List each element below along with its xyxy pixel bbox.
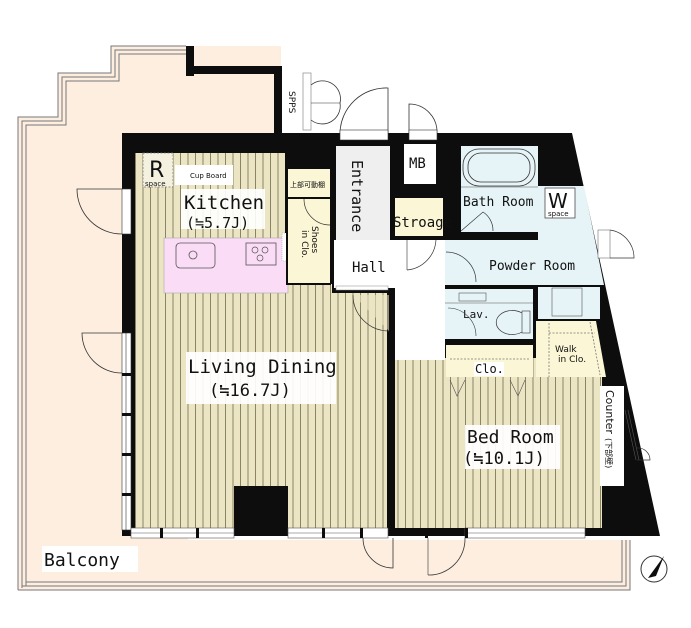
kitchen-counter — [163, 232, 289, 294]
fridge-space-label: space — [145, 180, 166, 188]
washer-letter: W — [548, 189, 568, 213]
closet: Clo. — [446, 345, 533, 397]
balcony-label: Balcony — [44, 550, 120, 571]
sps-label: SPPS — [286, 91, 296, 114]
lavatory: Lav. — [445, 287, 600, 339]
kitchen-label: Kitchen — [184, 192, 264, 214]
closet-label: Clo. — [475, 362, 504, 376]
entrance-door — [339, 87, 389, 134]
entrance-label: Entrance — [348, 160, 366, 232]
counter: Counter (下部壁) — [600, 386, 651, 486]
walk-in-closet: Walk in Clo. — [536, 321, 606, 377]
washer-space — [544, 187, 576, 219]
walk-in-closet-line1: Walk — [555, 345, 577, 355]
cup-board-label: Cup Board — [190, 172, 227, 180]
cup-board — [175, 165, 233, 185]
hall-label: Hall — [352, 260, 386, 276]
counter-note: (下部壁) — [604, 438, 614, 468]
sps-shaft: SPPS — [283, 72, 341, 131]
north-arrow-icon — [640, 555, 668, 583]
walk-in-closet-line2: in Clo. — [558, 355, 586, 365]
bed-room-area: (≒10.1J) — [463, 449, 545, 469]
shoes-closet-line2: in Clo. — [299, 230, 309, 258]
hall: Hall — [334, 239, 445, 360]
bed-room-label: Bed Room — [467, 427, 554, 448]
shoes-closet: 上部可動棚 Shoes in Clo. — [286, 167, 331, 285]
shoes-closet-line1: Shoes — [309, 226, 319, 253]
fridge-letter: R — [149, 158, 164, 183]
sink-icon — [175, 242, 216, 269]
storage-label: Stroage — [393, 215, 452, 231]
left-windows — [76, 188, 132, 531]
washer-space-label: space — [548, 210, 569, 218]
storage — [395, 198, 443, 236]
bath-room: Bath Room — [460, 146, 538, 232]
counter-label: Counter — [603, 390, 616, 434]
powder-room: W space Powder Room — [445, 186, 635, 285]
living-dining-label: Living Dining — [188, 356, 337, 378]
fridge-space: R space — [142, 152, 174, 188]
mb-door — [408, 103, 438, 134]
bath-room-label: Bath Room — [463, 195, 534, 210]
mb-label: MB — [409, 156, 426, 172]
bottom-windows — [130, 527, 586, 576]
mb — [404, 144, 436, 184]
upper-shelf-label: 上部可動棚 — [290, 180, 325, 189]
entrance: Entrance — [336, 146, 390, 240]
bathtub-icon — [462, 148, 536, 187]
lav-label: Lav. — [463, 308, 490, 321]
stove-icon — [245, 242, 277, 266]
toilet-icon — [495, 310, 523, 335]
powder-room-label: Powder Room — [489, 259, 575, 274]
living-dining-area: (≒16.7J) — [209, 381, 291, 401]
vanity-sink-icon — [551, 287, 583, 317]
kitchen-area: (≒5.7J) — [186, 214, 249, 232]
